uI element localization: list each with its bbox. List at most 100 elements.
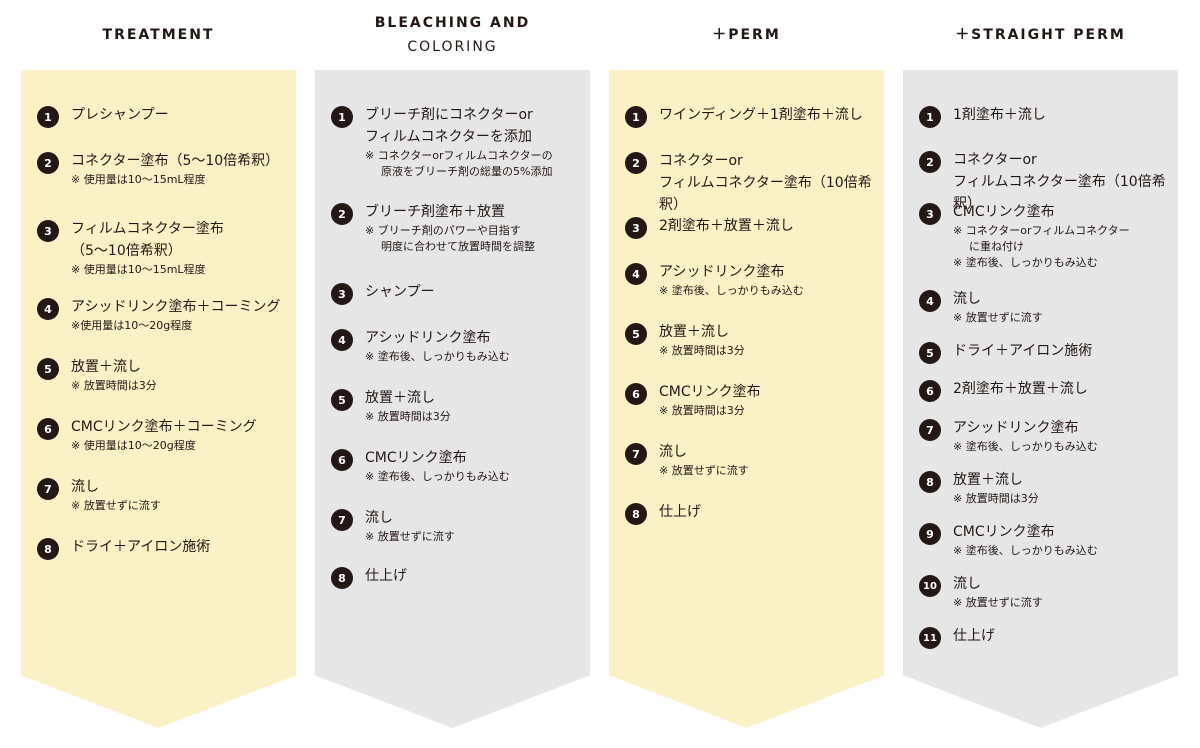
step-title: 1剤塗布＋流し (953, 107, 1046, 123)
step-note: ※ 放置せずに流す (659, 464, 749, 477)
step-title: アシッドリンク塗布 (365, 330, 491, 346)
step-note: ※ 使用量は10〜15mL程度 (71, 263, 206, 276)
step-number-badge: 10 (919, 575, 941, 597)
column-header-line: ＋STRAIGHT PERM (955, 27, 1126, 43)
column-header-line: COLORING (407, 39, 498, 55)
step-title: ワインディング＋1剤塗布＋流し (659, 107, 863, 123)
step-number-badge: 1 (37, 106, 59, 128)
step-note: ※使用量は10〜20g程度 (71, 319, 193, 332)
step-note: ※ 放置時間は3分 (71, 379, 157, 392)
step-title: 仕上げ (659, 504, 701, 520)
step-number-badge: 8 (919, 471, 941, 493)
step-note: ※ 放置時間は3分 (659, 344, 745, 357)
step-number-badge: 4 (331, 329, 353, 351)
step-number-badge: 3 (919, 203, 941, 225)
step-number-badge: 3 (625, 217, 647, 239)
step-number-badge: 5 (919, 342, 941, 364)
step-title: 流し (953, 291, 981, 307)
step-note: ※ 使用量は10〜15mL程度 (71, 173, 206, 186)
step-title: 流し (71, 479, 99, 495)
step-note: ※ 塗布後、しっかりもみ込む (953, 440, 1098, 453)
step-number-badge: 6 (331, 449, 353, 471)
step-title: CMCリンク塗布 (365, 450, 467, 466)
step-title: CMCリンク塗布 (953, 524, 1055, 540)
step-item: 7 流し ※ 放置せずに流す (315, 507, 590, 545)
step-number-badge: 4 (919, 290, 941, 312)
step-item: 5 放置＋流し ※ 放置時間は3分 (609, 321, 884, 359)
step-title: 流し (953, 576, 981, 592)
step-item: 2 コネクターor フィルムコネクター塗布（10倍希釈） (609, 150, 884, 216)
step-title: 仕上げ (365, 568, 407, 584)
step-title: 放置＋流し (365, 390, 435, 406)
column-header-straight: ＋STRAIGHT PERM (903, 0, 1178, 70)
step-note: ※ 塗布後、しっかりもみ込む (365, 470, 510, 483)
step-note: ※ 塗布後、しっかりもみ込む (365, 350, 510, 363)
step-note: ※ 塗布後、しっかりもみ込む (953, 256, 1098, 269)
step-number-badge: 11 (919, 627, 941, 649)
step-item: 8 仕上げ (609, 501, 884, 525)
step-title: 仕上げ (953, 628, 995, 644)
column-panel-perm: 1 ワインディング＋1剤塗布＋流し 2 コネクターor フィルムコネクター塗布（10倍… (609, 70, 884, 728)
step-number-badge: 5 (625, 323, 647, 345)
step-title: コネクターor フィルムコネクター塗布（10倍希釈） (659, 153, 872, 213)
column-header-line: BLEACHING AND (374, 15, 531, 31)
step-title: ブリーチ剤塗布＋放置 (365, 204, 505, 220)
step-title: アシッドリンク塗布 (659, 264, 785, 280)
step-title: アシッドリンク塗布 (953, 420, 1079, 436)
step-title: CMCリンク塗布 (953, 204, 1055, 220)
step-number-badge: 6 (919, 380, 941, 402)
step-note: ※ コネクターorフィルムコネクターの 原液をブリーチ剤の総量の5%添加 (365, 149, 553, 178)
step-number-badge: 4 (625, 263, 647, 285)
step-number-badge: 1 (625, 106, 647, 128)
step-title: CMCリンク塗布＋コーミング (71, 419, 257, 435)
step-note: ※ 放置せずに流す (953, 311, 1043, 324)
step-title: アシッドリンク塗布＋コーミング (71, 299, 281, 315)
step-title: 放置＋流し (71, 359, 141, 375)
step-number-badge: 4 (37, 298, 59, 320)
step-note: ※ 放置時間は3分 (659, 404, 745, 417)
step-number-badge: 3 (331, 283, 353, 305)
column-header-treatment: TREATMENT (21, 0, 296, 70)
step-title: 流し (365, 510, 393, 526)
step-item: 4 アシッドリンク塗布＋コーミング ※使用量は10〜20g程度 (21, 296, 296, 334)
step-title: 放置＋流し (659, 324, 729, 340)
step-item: 3 CMCリンク塗布 ※ コネクターorフィルムコネクター に重ね付け ※ 塗布後、し… (903, 201, 1178, 271)
step-item: 3 シャンプー (315, 281, 590, 305)
step-note: ※ コネクターorフィルムコネクター に重ね付け (953, 224, 1130, 253)
step-number-badge: 6 (37, 418, 59, 440)
step-title: シャンプー (365, 284, 435, 300)
step-item: 7 流し ※ 放置せずに流す (21, 476, 296, 514)
step-title: コネクター塗布（5〜10倍希釈） (71, 153, 280, 169)
step-note: ※ 放置時間は3分 (365, 410, 451, 423)
step-number-badge: 2 (625, 152, 647, 174)
step-title: ドライ＋アイロン施術 (71, 539, 211, 555)
step-item: 1 ワインディング＋1剤塗布＋流し (609, 104, 884, 128)
step-number-badge: 7 (625, 443, 647, 465)
column-header-perm: ＋PERM (609, 0, 884, 70)
step-item: 6 CMCリンク塗布 ※ 塗布後、しっかりもみ込む (315, 447, 590, 485)
step-title: 放置＋流し (953, 472, 1023, 488)
step-note: ※ 放置せずに流す (365, 530, 455, 543)
step-note: ※ 放置せずに流す (71, 499, 161, 512)
step-number-badge: 7 (37, 478, 59, 500)
step-title: プレシャンプー (71, 107, 169, 123)
step-title: コネクターor フィルムコネクター塗布（10倍希釈） (953, 152, 1166, 212)
column-header-line: TREATMENT (102, 27, 215, 43)
step-number-badge: 8 (625, 503, 647, 525)
step-title: CMCリンク塗布 (659, 384, 761, 400)
step-number-badge: 7 (331, 509, 353, 531)
step-note: ※ 放置せずに流す (953, 596, 1043, 609)
